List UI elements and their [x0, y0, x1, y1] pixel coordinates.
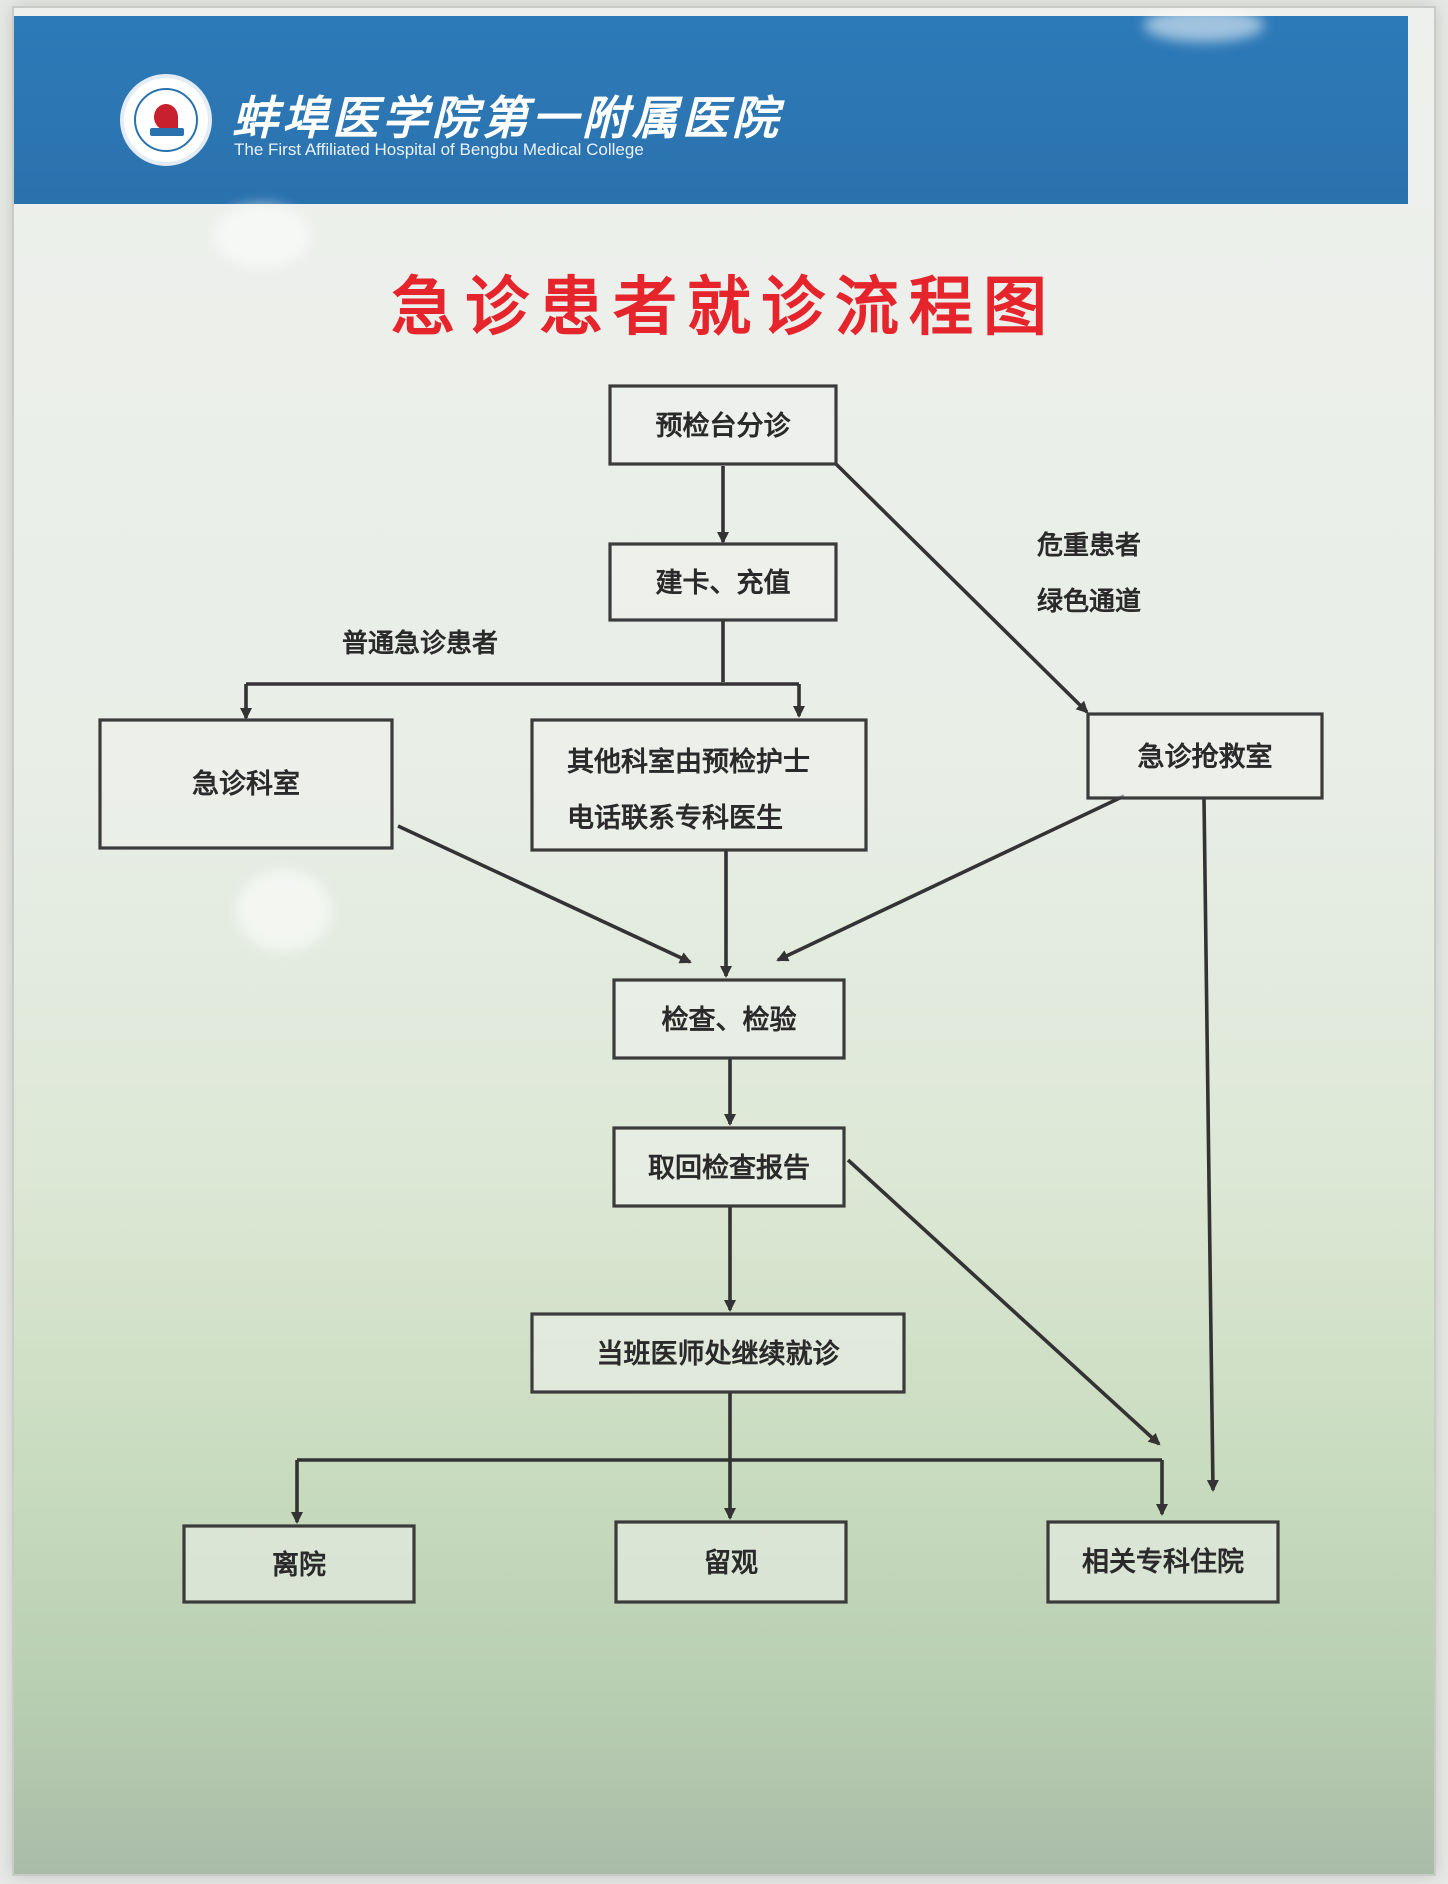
node-er-department: 急诊科室	[98, 718, 394, 850]
node-continue-treatment-label: 当班医师处继续就诊	[597, 1338, 841, 1370]
path-label-critical-line1: 危重患者	[1037, 530, 1141, 561]
node-observation-label: 留观	[704, 1548, 758, 1579]
node-register-card-label: 建卡、充值	[656, 567, 791, 599]
node-continue-treatment: 当班医师处继续就诊	[530, 1312, 906, 1394]
node-other-departments-line1: 其他科室由预检护士	[567, 746, 810, 778]
light-glare	[1144, 8, 1264, 42]
node-discharge-label: 离院	[272, 1549, 326, 1581]
poster-title: 急诊患者就诊流程图	[391, 271, 1057, 345]
edge-resuscitation-to-admission	[1202, 797, 1219, 1492]
edge-report-to-admission	[846, 1158, 1161, 1446]
node-examination: 检查、检验	[612, 978, 846, 1060]
node-admission: 相关专科住院	[1046, 1520, 1280, 1604]
node-observation: 留观	[614, 1520, 848, 1604]
hospital-name-cn: 蚌埠医学院第一附属医院	[232, 91, 782, 145]
node-other-departments: 其他科室由预检护士 电话联系专科医生	[530, 718, 868, 852]
edge-triage-to-resuscitation	[834, 462, 1089, 714]
node-discharge: 离院	[182, 1524, 416, 1604]
node-other-departments-line2: 电话联系专科医生	[567, 803, 783, 834]
node-admission-label: 相关专科住院	[1082, 1546, 1244, 1578]
hospital-header: 蚌埠医学院第一附属医院 The First Affiliated Hospita…	[14, 16, 1408, 204]
edge-er-department-to-examination	[397, 824, 692, 964]
flowchart-diagram: 预检台分诊 建卡、充值 急诊科室 其他科室由预检护士 电话联系专科医生 急诊抢救…	[98, 384, 1324, 1604]
hospital-name-en: The First Affiliated Hospital of Bengbu …	[234, 140, 644, 159]
poster-panel: 蚌埠医学院第一附属医院 The First Affiliated Hospita…	[14, 8, 1434, 1874]
node-er-department-label: 急诊科室	[192, 768, 300, 800]
light-glare	[214, 204, 310, 268]
node-collect-report: 取回检查报告	[612, 1126, 846, 1208]
node-triage: 预检台分诊	[608, 384, 838, 466]
light-glare	[236, 870, 332, 952]
node-triage-label: 预检台分诊	[656, 410, 792, 442]
edge-resuscitation-to-examination	[776, 794, 1125, 962]
node-examination-label: 检查、检验	[662, 1004, 797, 1036]
node-resuscitation-room-label: 急诊抢救室	[1138, 741, 1273, 773]
node-resuscitation-room: 急诊抢救室	[1086, 712, 1324, 800]
node-register-card: 建卡、充值	[608, 542, 838, 622]
path-label-ordinary: 普通急诊患者	[342, 628, 498, 659]
node-collect-report-label: 取回检查报告	[648, 1152, 810, 1184]
hospital-emblem-icon	[120, 74, 212, 166]
path-label-critical-line2: 绿色通道	[1037, 586, 1141, 617]
